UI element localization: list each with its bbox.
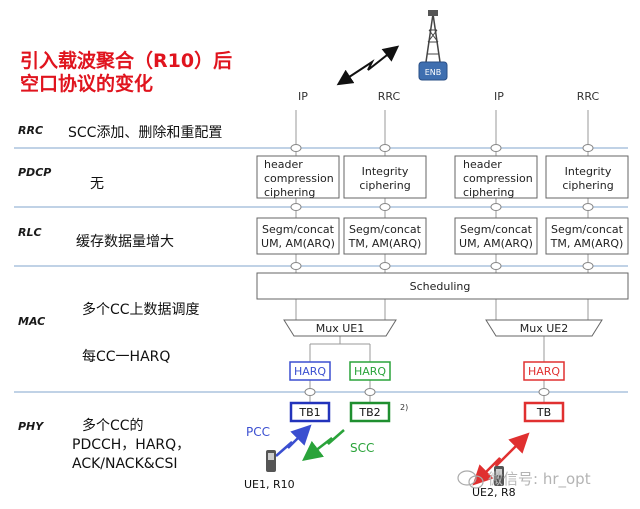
ue2-link-icon	[472, 432, 530, 486]
ue1-phone-icon	[266, 450, 276, 472]
ue2-phone-icon	[494, 466, 504, 486]
radio-link-enb-icon	[336, 45, 400, 86]
svg-text:TM, AM(ARQ): TM, AM(ARQ)	[550, 237, 624, 250]
svg-text:ciphering: ciphering	[463, 186, 514, 199]
phy-description-2: PDCCH，HARQ，	[72, 437, 190, 453]
svg-text:ciphering: ciphering	[359, 179, 410, 192]
layer-label-rrc: RRC	[18, 124, 43, 137]
svg-text:Mux UE2: Mux UE2	[520, 322, 568, 335]
rlc-box-1: Segm/concat UM, AM(ARQ)	[256, 217, 340, 255]
pcc-label: PCC	[246, 425, 270, 439]
mux-ue2: Mux UE2	[485, 319, 603, 337]
title-line-2: 空口协议的变化	[20, 72, 153, 95]
svg-text:ciphering: ciphering	[264, 186, 315, 199]
rlc-box-2: Segm/concat TM, AM(ARQ)	[343, 217, 427, 255]
scc-label: SCC	[350, 441, 374, 455]
svg-text:header: header	[463, 158, 502, 171]
svg-text:Segm/concat: Segm/concat	[551, 223, 624, 236]
rlc-box-3: Segm/concat UM, AM(ARQ)	[454, 217, 538, 255]
layer-label-pdcp: PDCP	[18, 166, 51, 179]
svg-text:Segm/concat: Segm/concat	[349, 223, 422, 236]
svg-text:HARQ: HARQ	[528, 365, 560, 378]
svg-text:TB1: TB1	[298, 406, 320, 419]
svg-text:TB2: TB2	[358, 406, 380, 419]
column-header-rrc-2: RRC	[577, 90, 600, 103]
service-access-points	[290, 144, 594, 396]
svg-text:TM, AM(ARQ): TM, AM(ARQ)	[348, 237, 422, 250]
mux-ue1: Mux UE1	[283, 319, 397, 337]
pcc-link-icon	[275, 424, 312, 457]
harq-box-1: HARQ	[289, 361, 331, 381]
layer-label-rlc: RLC	[18, 226, 42, 239]
svg-text:header: header	[264, 158, 303, 171]
tb-box-1: TB1	[289, 401, 331, 423]
column-header-ip-1: IP	[298, 90, 308, 103]
svg-text:UM, AM(ARQ): UM, AM(ARQ)	[261, 237, 335, 250]
svg-text:Scheduling: Scheduling	[410, 280, 471, 293]
column-header-rrc-1: RRC	[378, 90, 401, 103]
ue1-label: UE1, R10	[244, 478, 295, 491]
layer-label-phy: PHY	[18, 420, 44, 433]
harq-box-2: HARQ	[349, 361, 391, 381]
svg-text:Segm/concat: Segm/concat	[460, 223, 533, 236]
tb-box-2: TB2	[349, 401, 391, 423]
pdcp-box-2: Integrity ciphering	[343, 155, 427, 199]
pdcp-box-3: header compression ciphering	[454, 155, 538, 199]
mac-description-2: 每CC一HARQ	[82, 349, 170, 365]
tb-box-3: TB	[523, 401, 565, 423]
svg-text:compression: compression	[463, 172, 533, 185]
enb-tower-icon: ENB	[418, 10, 448, 81]
svg-text:Integrity: Integrity	[565, 165, 612, 178]
svg-text:UM, AM(ARQ): UM, AM(ARQ)	[459, 237, 533, 250]
wechat-icon	[457, 470, 484, 489]
phy-description-3: ACK/NACK&CSI	[72, 456, 177, 472]
ue2-label: UE2, R8	[472, 486, 516, 499]
harq-box-3: HARQ	[523, 361, 565, 381]
pdcp-description: 无	[90, 176, 104, 192]
enb-label: ENB	[425, 68, 442, 77]
mac-description-1: 多个CC上数据调度	[82, 301, 200, 318]
pdcp-box-1: header compression ciphering	[256, 155, 340, 199]
svg-text:HARQ: HARQ	[294, 365, 326, 378]
svg-text:Segm/concat: Segm/concat	[262, 223, 335, 236]
rrc-description: SCC添加、删除和重配置	[68, 125, 222, 141]
rlc-box-4: Segm/concat TM, AM(ARQ)	[545, 217, 629, 255]
scheduling-box: Scheduling	[256, 272, 629, 300]
svg-text:TB: TB	[536, 406, 551, 419]
svg-text:Mux UE1: Mux UE1	[316, 322, 364, 335]
footnote-marker: 2)	[400, 403, 408, 412]
svg-text:compression: compression	[264, 172, 334, 185]
column-header-ip-2: IP	[494, 90, 504, 103]
rlc-description: 缓存数据量增大	[76, 234, 174, 250]
phy-description-1: 多个CC的	[82, 417, 144, 434]
svg-text:Integrity: Integrity	[362, 165, 409, 178]
svg-text:HARQ: HARQ	[354, 365, 386, 378]
pdcp-box-4: Integrity ciphering	[545, 155, 629, 199]
layer-label-mac: MAC	[18, 315, 45, 328]
vertical-flow-lines	[295, 110, 589, 403]
scc-link-icon	[302, 429, 345, 462]
watermark: 微信号: hr_opt	[488, 470, 591, 489]
title-line-1: 引入载波聚合（R10）后	[20, 49, 232, 72]
svg-text:ciphering: ciphering	[562, 179, 613, 192]
